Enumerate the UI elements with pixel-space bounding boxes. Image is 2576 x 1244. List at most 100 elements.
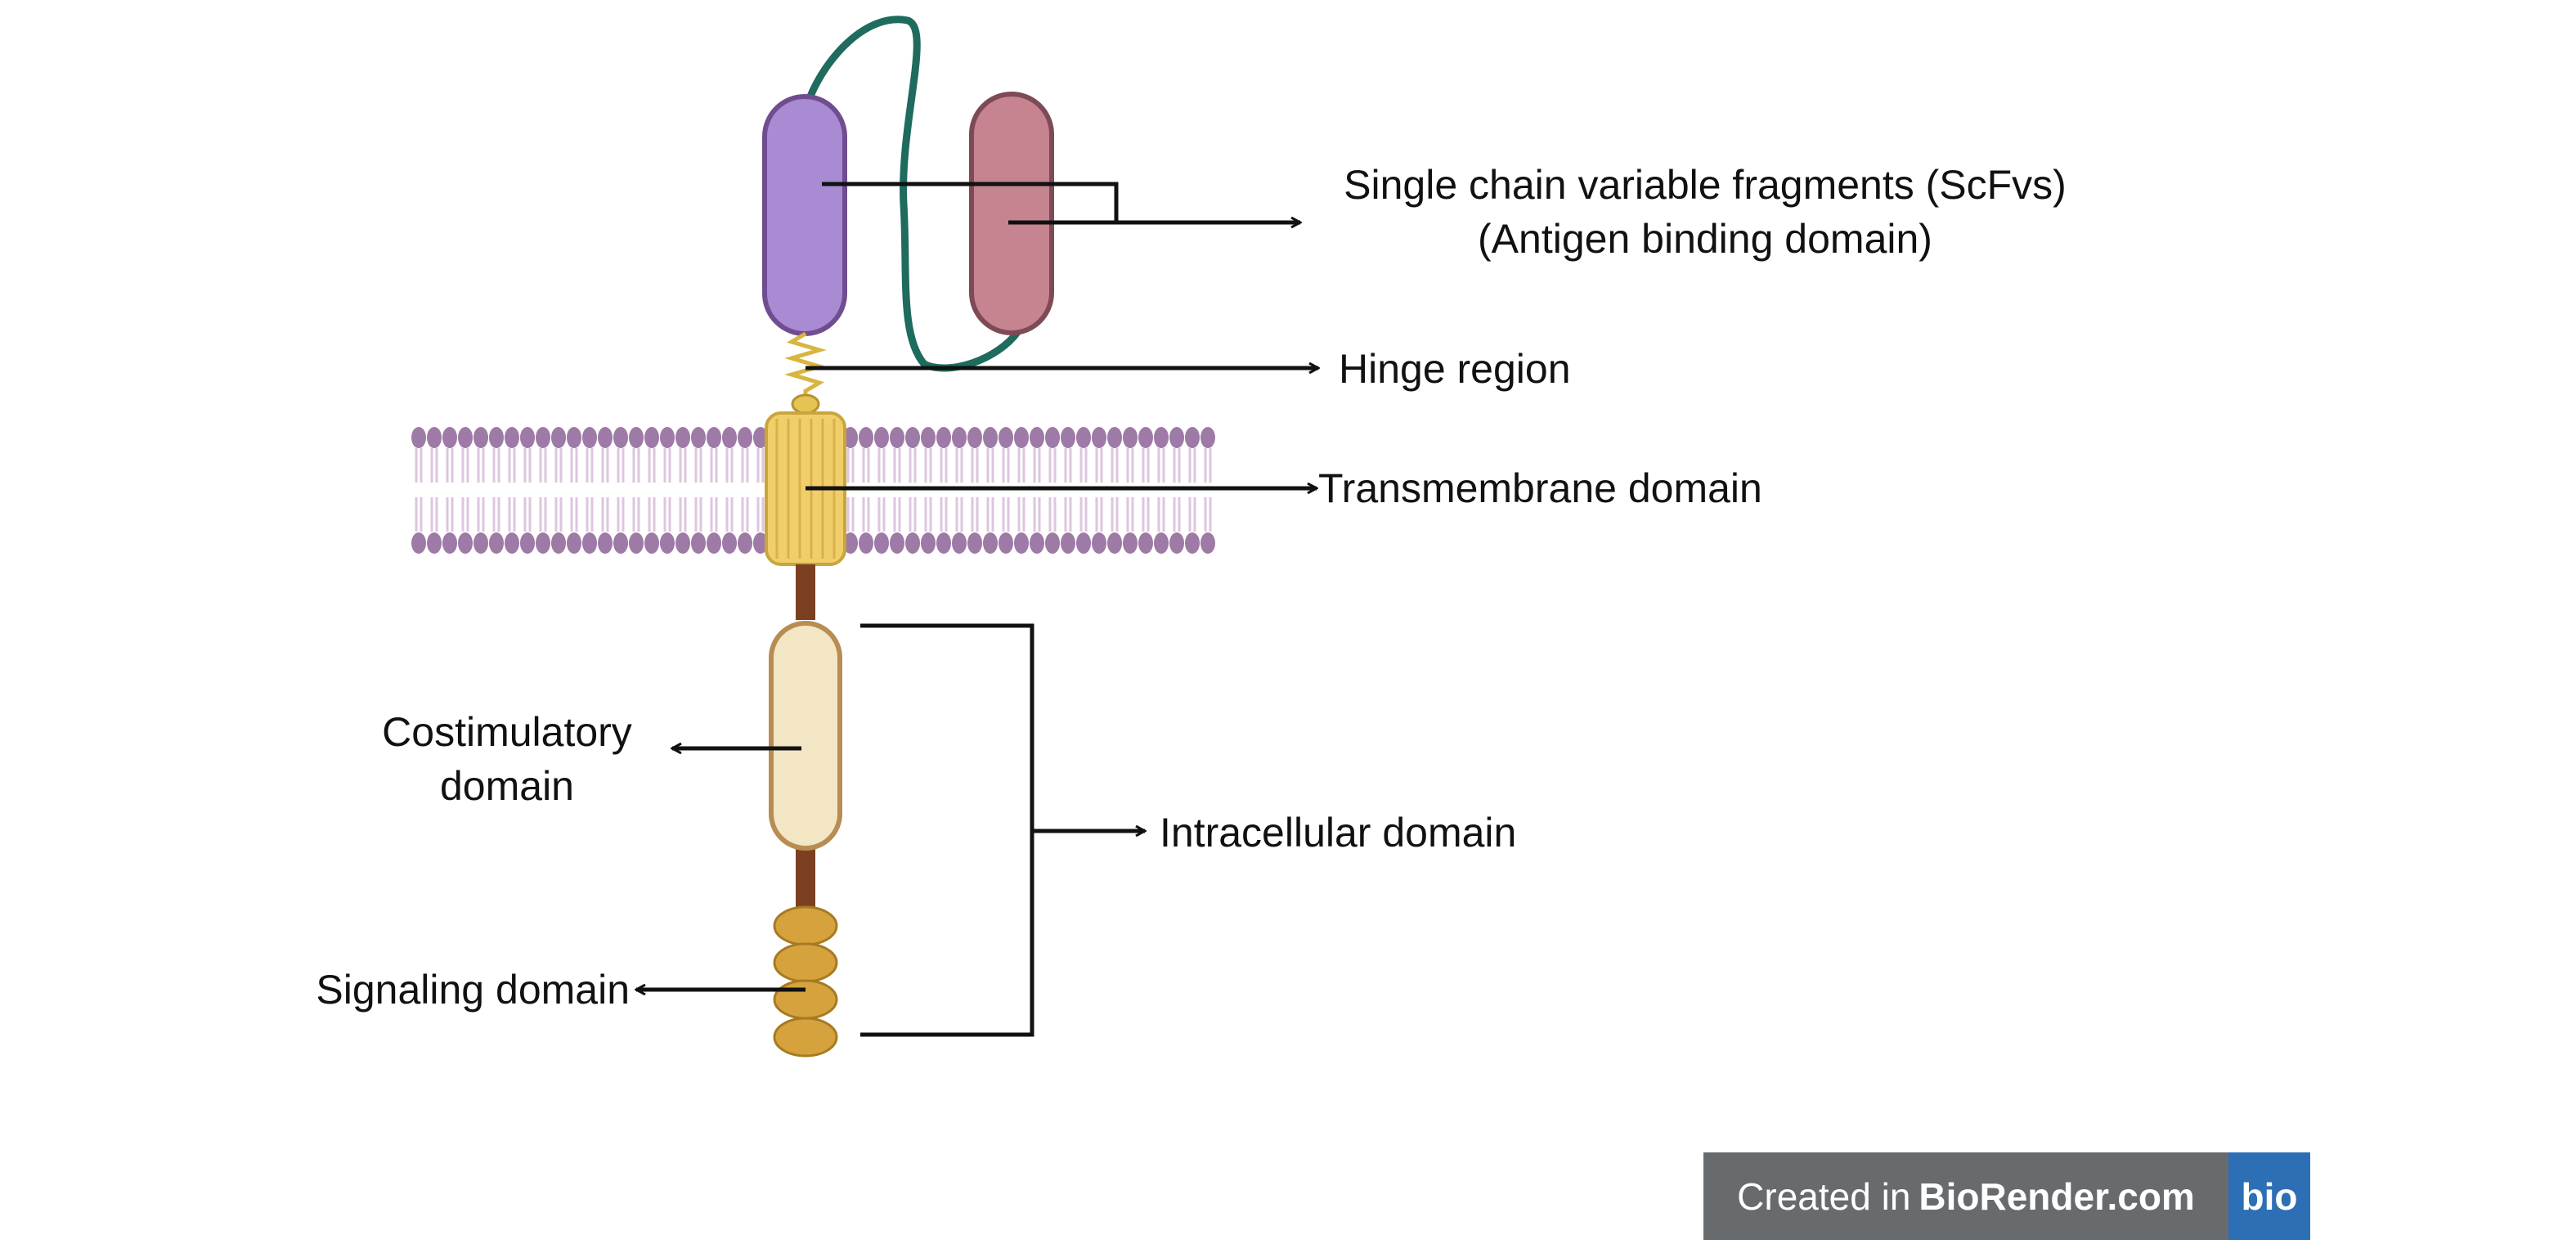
lipid-head xyxy=(1169,532,1184,554)
connector-lower xyxy=(796,847,815,912)
lipid-head xyxy=(753,427,768,448)
scfv-label-line1: Single chain variable fragments (ScFvs) xyxy=(1344,162,2067,208)
lipid-head xyxy=(691,532,706,554)
costimulatory-label-line2: domain xyxy=(440,763,574,809)
lipid-head xyxy=(1107,532,1122,554)
lipid-head xyxy=(936,427,951,448)
signaling-itam-4 xyxy=(773,1017,838,1058)
lipid-head xyxy=(1092,532,1106,554)
lipid-head xyxy=(921,532,936,554)
scfv-pointer xyxy=(822,182,1119,225)
lipid-head xyxy=(536,532,550,554)
lipid-head xyxy=(1154,427,1169,448)
lipid-head xyxy=(1107,427,1122,448)
lipid-head xyxy=(738,427,752,448)
lipid-head xyxy=(1123,532,1138,554)
costimulatory-label: Costimulatory domain xyxy=(343,705,671,813)
lipid-head xyxy=(967,532,982,554)
lipid-head xyxy=(613,532,628,554)
lipid-head xyxy=(1092,427,1106,448)
lipid-head xyxy=(442,532,457,554)
lipid-head xyxy=(675,532,690,554)
lipid-head xyxy=(427,532,442,554)
lipid-head xyxy=(1138,532,1153,554)
lipid-head xyxy=(1014,427,1029,448)
lipid-head xyxy=(1061,427,1075,448)
lipid-head xyxy=(1200,532,1215,554)
lipid-head xyxy=(1045,427,1060,448)
lipid-head xyxy=(567,532,581,554)
lipid-head xyxy=(582,532,597,554)
scfv-light-chain xyxy=(969,92,1054,335)
lipid-head xyxy=(999,427,1013,448)
lipid-head xyxy=(843,427,858,448)
lipid-head xyxy=(952,532,967,554)
lipid-head xyxy=(411,532,426,554)
signaling-itam-1 xyxy=(773,905,838,946)
lipid-head xyxy=(936,532,951,554)
biorender-watermark: Created in BioRender.com bio xyxy=(1703,1152,2310,1240)
lipid-head xyxy=(874,427,889,448)
watermark-text: Created in BioRender.com xyxy=(1703,1152,2228,1240)
lipid-head xyxy=(707,532,721,554)
lipid-head xyxy=(505,427,519,448)
scfv-label: Single chain variable fragments (ScFvs) … xyxy=(1276,158,2134,266)
lipid-head xyxy=(722,427,737,448)
lipid-head xyxy=(598,532,613,554)
lipid-head xyxy=(1138,427,1153,448)
intracellular-label: Intracellular domain xyxy=(1160,810,1517,856)
lipid-head xyxy=(1123,427,1138,448)
lipid-head xyxy=(967,427,982,448)
lipid-head xyxy=(1185,427,1200,448)
lipid-head xyxy=(983,532,998,554)
cell-membrane-bilayer xyxy=(411,427,1215,554)
lipid-head xyxy=(505,532,519,554)
lipid-head xyxy=(442,427,457,448)
lipid-head xyxy=(707,427,721,448)
lipid-head xyxy=(660,427,675,448)
lipid-head xyxy=(536,427,550,448)
lipid-head xyxy=(629,532,644,554)
lipid-head xyxy=(411,427,426,448)
signaling-label: Signaling domain xyxy=(316,967,630,1013)
lipid-head xyxy=(567,427,581,448)
hinge-knob xyxy=(791,393,820,415)
lipid-head xyxy=(613,427,628,448)
lipid-head xyxy=(890,427,904,448)
signaling-itam-2 xyxy=(773,942,838,983)
lipid-head xyxy=(1030,532,1044,554)
lipid-head xyxy=(629,427,644,448)
lipid-head xyxy=(952,427,967,448)
lipid-head xyxy=(427,427,442,448)
lipid-head xyxy=(551,532,566,554)
lipid-head xyxy=(722,532,737,554)
signaling-itam-3 xyxy=(773,979,838,1020)
lipid-head xyxy=(644,427,659,448)
lipid-head xyxy=(859,532,873,554)
lipid-head xyxy=(520,427,535,448)
lipid-head xyxy=(1200,427,1215,448)
lipid-head xyxy=(874,532,889,554)
lipid-head xyxy=(644,532,659,554)
lipid-head xyxy=(999,532,1013,554)
lipid-head xyxy=(691,427,706,448)
lipid-head xyxy=(1045,532,1060,554)
lipid-head xyxy=(473,427,488,448)
watermark-prefix: Created in xyxy=(1737,1174,1911,1218)
lipid-head xyxy=(921,427,936,448)
lipid-head xyxy=(859,427,873,448)
lipid-head xyxy=(660,532,675,554)
lipid-head xyxy=(598,427,613,448)
lipid-head xyxy=(1169,427,1184,448)
lipid-head xyxy=(1014,532,1029,554)
lipid-head xyxy=(843,532,858,554)
lipid-head xyxy=(1185,532,1200,554)
scfv-label-line2: (Antigen binding domain) xyxy=(1478,216,1932,262)
costimulatory-label-line1: Costimulatory xyxy=(382,709,632,755)
lipid-head xyxy=(520,532,535,554)
biorender-logo-icon: bio xyxy=(2228,1152,2310,1240)
watermark-brand: BioRender.com xyxy=(1919,1174,2195,1218)
lipid-head xyxy=(738,532,752,554)
